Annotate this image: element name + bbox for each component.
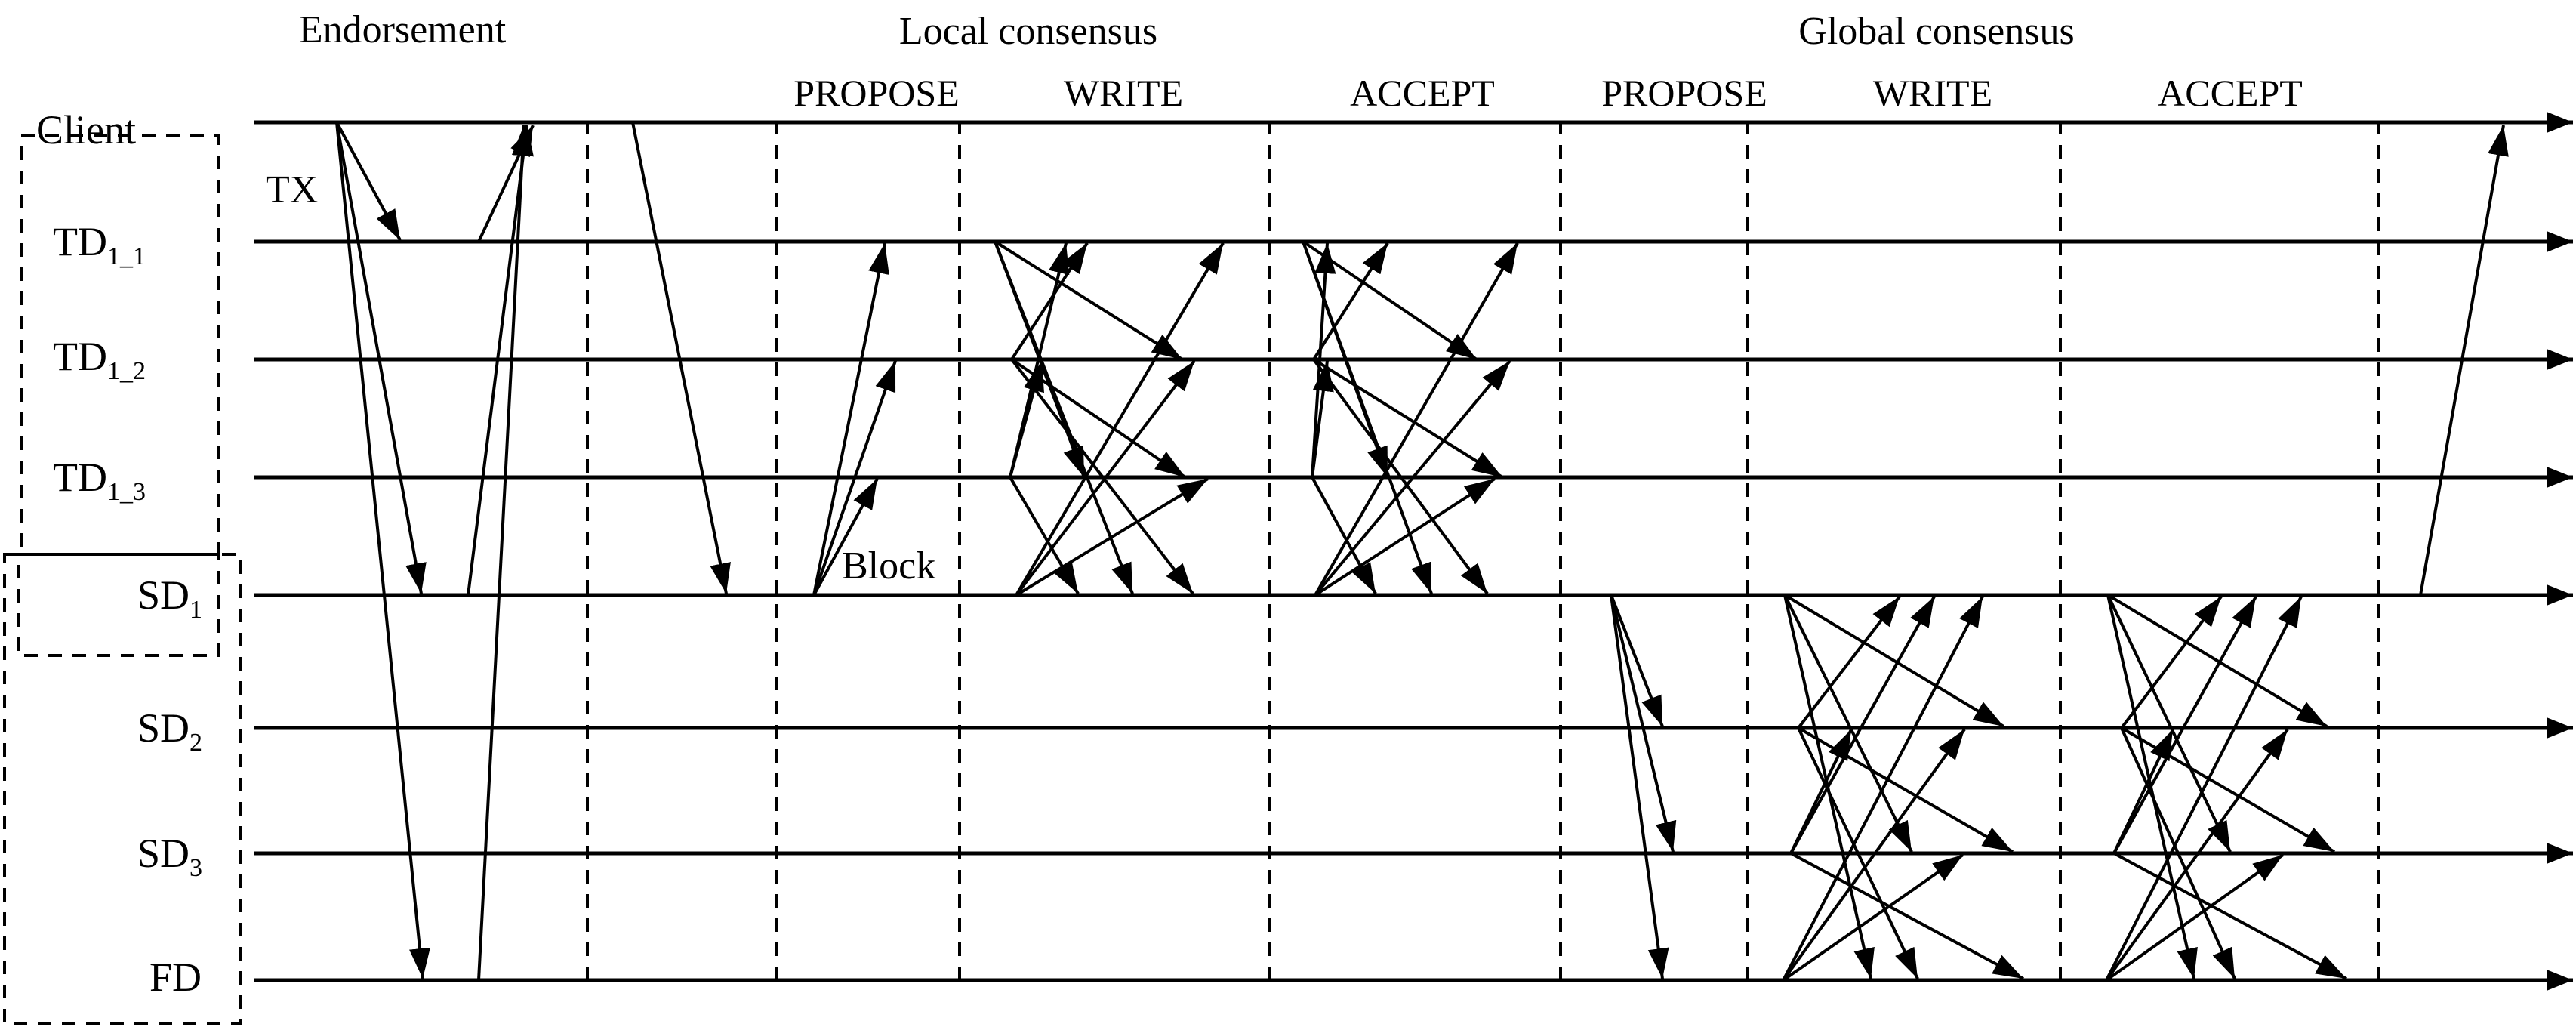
phase-global-propose: PROPOSE [1601,72,1767,114]
header-endorsement: Endorsement [299,8,507,51]
annotation-block: Block [842,544,935,588]
phase-local-write: WRITE [1064,72,1183,114]
node-label-fd: FD [149,955,202,1000]
group-box-sd1 [17,553,220,657]
timelines [254,112,2573,991]
phase-local-propose: PROPOSE [793,72,960,114]
annotation-tx: TX [266,168,318,211]
node-label-td-1-3: TD1_3 [53,455,146,506]
node-label-sd-2: SD2 [137,705,202,757]
message-arrows [335,122,2509,982]
node-label-td-1-1: TD1_1 [53,219,146,270]
header-local-consensus: Local consensus [899,10,1157,53]
phase-global-accept: ACCEPT [2158,72,2303,114]
group-box-sd-fd [3,553,242,1025]
node-label-sd-1: SD1 [137,572,202,624]
group-box-td [20,134,220,556]
node-label-td-1-2: TD1_2 [53,334,146,385]
phase-local-accept: ACCEPT [1350,72,1495,114]
header-global-consensus: Global consensus [1798,10,2074,53]
phase-global-write: WRITE [1873,72,1992,114]
node-label-client: Client [36,107,136,153]
node-label-sd-3: SD3 [137,831,202,882]
